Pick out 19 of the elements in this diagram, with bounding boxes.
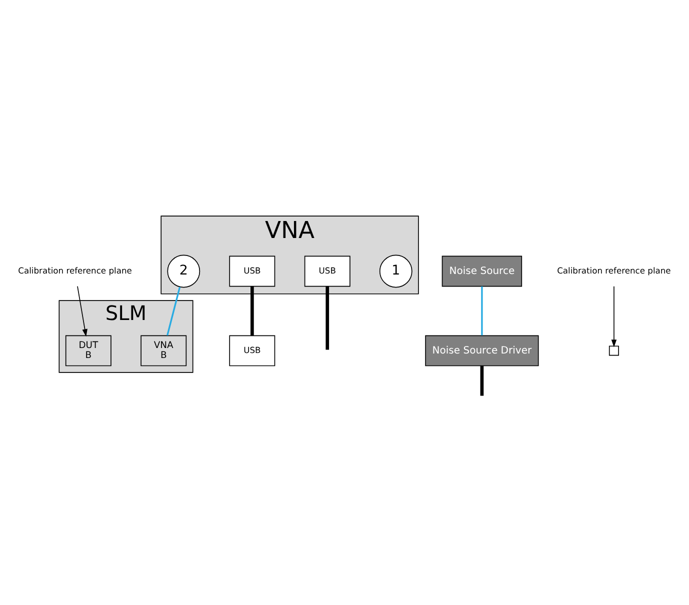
node-text: Calibration reference plane: [18, 264, 132, 275]
node-box: USB: [229, 255, 276, 286]
connector: [481, 286, 483, 335]
node-box: Noise Source Driver: [425, 334, 539, 366]
node-text: Calibration reference plane: [557, 264, 671, 275]
node-box: DUT B: [65, 334, 112, 366]
connector: [166, 286, 181, 336]
arrow: [77, 285, 88, 336]
connector: [250, 286, 254, 335]
connector: [480, 365, 484, 396]
node-box: Noise Source: [442, 255, 522, 286]
connector: [326, 286, 330, 350]
node-box: USB: [229, 334, 276, 366]
node-circle: 2: [167, 254, 200, 288]
node-box: VNA B: [140, 334, 187, 366]
node-box: USB: [304, 255, 350, 286]
arrow: [611, 285, 617, 347]
node-circle: 1: [379, 254, 412, 288]
node-box: [608, 345, 619, 356]
